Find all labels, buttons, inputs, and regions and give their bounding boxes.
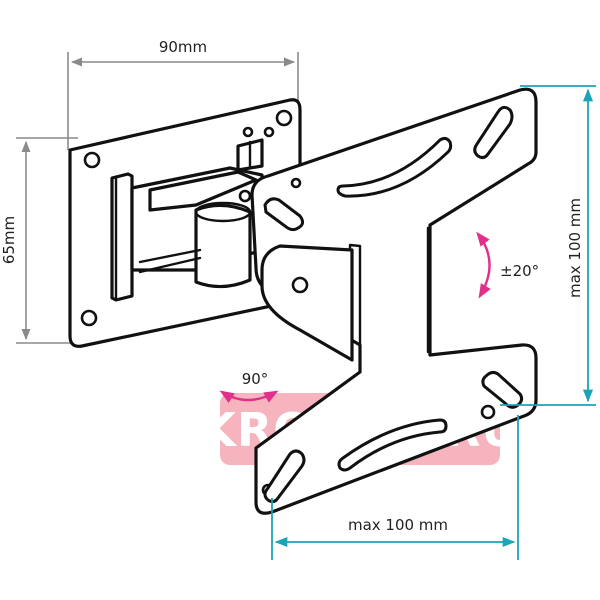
swivel-arm	[130, 138, 264, 289]
tilt-arrow-icon	[476, 231, 491, 299]
tilt-indicator: ±20°	[476, 231, 539, 299]
wall-plate-hole	[275, 109, 293, 127]
vesa-hole	[290, 177, 302, 189]
vesa-dimensions: max 100 mm max 100 mm	[271, 85, 596, 560]
max-height-label: max 100 mm	[566, 198, 584, 298]
height-label: 65mm	[0, 216, 18, 264]
vesa-hole	[480, 404, 496, 420]
curved-slot	[337, 418, 448, 472]
wall-plate-hole	[80, 309, 98, 327]
vesa-slot	[473, 105, 514, 160]
wall-plate-hole	[242, 126, 254, 138]
width-label: 90mm	[159, 38, 207, 56]
max-width-label: max 100 mm	[348, 516, 448, 534]
tilt-label: ±20°	[500, 262, 539, 280]
wall-plate-hole	[263, 126, 275, 138]
wall-plate-dimensions: 90mm 65mm	[0, 38, 299, 344]
vesa-slot	[263, 449, 306, 504]
swivel-label: 90°	[242, 370, 269, 388]
vesa-slot	[263, 197, 305, 232]
vesa-plate	[250, 87, 538, 515]
swivel-indicator: 90°	[219, 370, 279, 404]
tilt-bolt	[291, 276, 309, 294]
curved-slot	[336, 136, 453, 198]
swivel-arrow-icon	[219, 390, 279, 404]
wall-plate-hole	[83, 151, 101, 169]
